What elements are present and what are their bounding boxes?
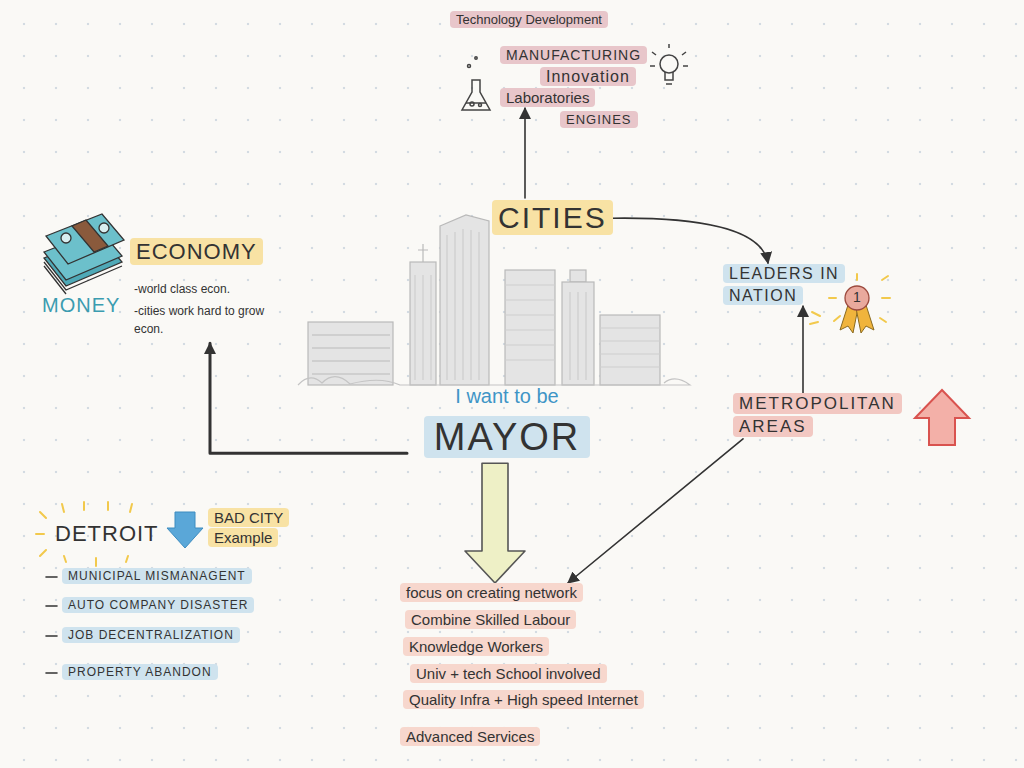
node-title: CITIES (492, 200, 613, 235)
node-title: Laboratories (500, 88, 595, 107)
text-line: -cities work hard to grow econ. (130, 301, 295, 337)
text-line: METROPOLITAN AREAS (733, 393, 905, 439)
node-title: ECONOMY (130, 238, 263, 265)
text-line: BAD CITY Example (208, 508, 313, 549)
text-line: LEADERS IN NATION (723, 263, 873, 306)
text-line: I want to be (407, 383, 607, 410)
skyline-sketch (298, 215, 690, 385)
node-body: -cities work hard to grow econ. (130, 304, 268, 336)
money-icon (44, 214, 124, 294)
text-line: MAYOR (407, 412, 607, 463)
node-title: Quality Infra + High speed Internet (403, 690, 644, 709)
money-label: MONEY (42, 293, 120, 317)
text-line: Advanced Services (400, 727, 540, 747)
list-band: Knowledge Workers (403, 637, 549, 657)
text-line: Laboratories (500, 88, 595, 108)
medal-number: 1 (853, 289, 861, 306)
list-band: MUNICIPAL MISMANAGENT (62, 566, 252, 584)
topic-band: METROPOLITAN AREAS (733, 393, 905, 439)
text-line: Technology Development (450, 10, 608, 29)
text-line: focus on creating network (400, 583, 583, 603)
text-line: ECONOMY (130, 237, 295, 267)
connector (524, 108, 526, 198)
connector (613, 218, 768, 263)
lightbulb-icon (650, 44, 688, 84)
topic-band: Technology Development (450, 10, 608, 29)
node-title: Combine Skilled Labour (405, 610, 576, 629)
list-band: Univ + tech School involved (410, 664, 607, 684)
city-label: DETROIT (55, 521, 159, 547)
list-band: Combine Skilled Labour (405, 610, 576, 630)
node-title: MUNICIPAL MISMANAGENT (62, 568, 252, 584)
node-title: AUTO COMPANY DISASTER (62, 597, 254, 613)
text-line: CITIES (492, 198, 613, 239)
node-title: Advanced Services (400, 727, 540, 746)
text-line: AUTO COMPANY DISASTER (62, 595, 254, 613)
text-line: MANUFACTURING (500, 46, 647, 65)
node-title: BAD CITY Example (208, 508, 289, 547)
text-line: Quality Infra + High speed Internet (403, 690, 644, 710)
economy-topic: ECONOMY -world class econ. -cities work ha… (130, 237, 295, 343)
bullet-dashes (46, 577, 57, 673)
node-title: Knowledge Workers (403, 637, 549, 656)
list-band: AUTO COMPANY DISASTER (62, 595, 254, 613)
node-title: Technology Development (450, 11, 608, 28)
text-line: Innovation (540, 66, 636, 88)
text-line: Univ + tech School involved (410, 664, 607, 684)
topic-band: MANUFACTURING (500, 46, 647, 65)
decline-arrow (167, 512, 203, 548)
node-title: METROPOLITAN AREAS (733, 393, 902, 437)
text-line: PROPERTY ABANDON (62, 662, 218, 680)
topic-band: LEADERS IN NATION (723, 263, 873, 306)
topic-band: Laboratories (500, 88, 595, 108)
list-band: focus on creating network (400, 583, 583, 603)
central-topic: CITIES (492, 198, 613, 239)
node-title: ENGINES (560, 111, 638, 128)
block-arrow (465, 463, 525, 583)
mayor-topic: I want to be MAYOR (407, 383, 607, 463)
text-line: JOB DECENTRALIZATION (62, 625, 240, 643)
growth-arrow (915, 390, 969, 445)
node-body: -world class econ. (130, 282, 234, 296)
node-title: Innovation (540, 67, 636, 86)
connector (210, 343, 407, 453)
flask-icon (462, 57, 490, 110)
list-band: JOB DECENTRALIZATION (62, 625, 240, 643)
node-title: MANUFACTURING (500, 46, 647, 64)
node-title: focus on creating network (400, 583, 583, 602)
text-line: ENGINES (560, 110, 638, 129)
text-line: MUNICIPAL MISMANAGENT (62, 566, 252, 584)
connector (568, 439, 743, 583)
node-title: PROPERTY ABANDON (62, 664, 218, 680)
node-title: Univ + tech School involved (410, 664, 607, 683)
text-line: -world class econ. (130, 279, 295, 297)
topic-band: ENGINES (560, 110, 638, 129)
topic-band: Innovation (540, 66, 636, 88)
list-band: Quality Infra + High speed Internet (403, 690, 644, 710)
list-band: PROPERTY ABANDON (62, 662, 218, 680)
node-title: LEADERS IN NATION (723, 264, 845, 305)
node-title: JOB DECENTRALIZATION (62, 627, 240, 643)
text-line: Combine Skilled Labour (405, 610, 576, 630)
list-band: Advanced Services (400, 727, 540, 747)
connector (802, 306, 804, 393)
text-line: Knowledge Workers (403, 637, 549, 657)
node-body: MAYOR (424, 416, 591, 458)
node-title: I want to be (451, 385, 562, 407)
note-band: BAD CITY Example (208, 508, 313, 549)
